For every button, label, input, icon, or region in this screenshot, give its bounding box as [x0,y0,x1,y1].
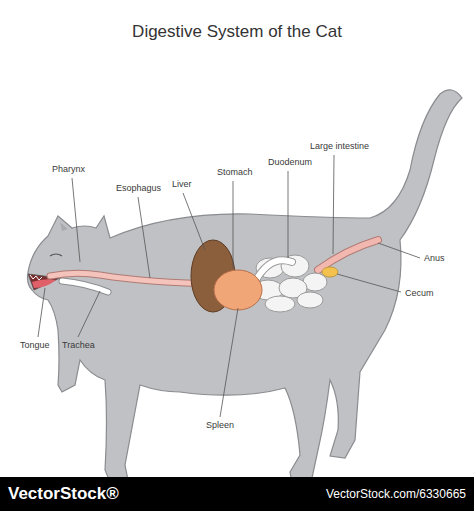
part-label: Large intestine [310,141,369,151]
tongue-shape [32,279,56,288]
part-label: Spleen [206,420,234,430]
part-label: Tongue [20,340,50,350]
large-intestine-shape [318,240,378,270]
part-label: Cecum [405,288,434,298]
leader-lines [38,155,420,417]
trachea-shape [62,281,108,292]
watermark: VectorStock® [8,484,119,504]
cat-eye [50,254,62,256]
cat-ear [60,222,68,231]
part-label: Duodenum [268,157,312,167]
watermark-url: VectorStock.com/6330665 [326,488,466,502]
cat-body [28,90,463,482]
stomach-shape [214,270,262,310]
duodenum-shape [255,260,292,282]
diagram-title: Digestive System of the Cat [132,22,342,42]
watermark-bar [0,477,474,511]
part-label: Pharynx [52,164,85,174]
cecum-shape [322,267,338,277]
cat-teeth [30,275,42,280]
duodenum-shape [255,260,292,282]
part-label: Trachea [62,340,95,350]
trachea-shape [62,281,108,292]
large-intestine-shape [318,240,378,270]
intestine-coils [253,255,327,312]
part-label: Liver [172,179,192,189]
part-label: Stomach [217,167,253,177]
part-label: Anus [424,253,445,263]
part-label: Esophagus [116,183,161,193]
